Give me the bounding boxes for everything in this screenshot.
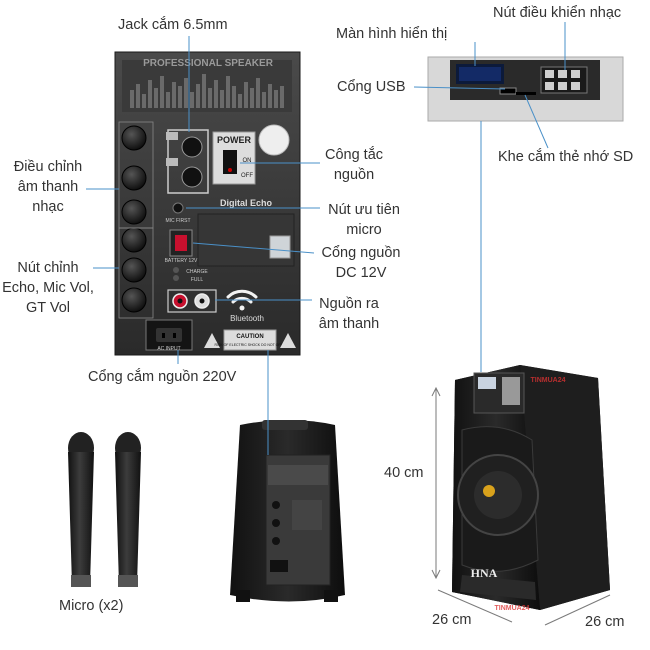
watermark-bottom: TINMUA24 — [494, 605, 529, 612]
label-display: Màn hình hiển thị — [336, 26, 448, 42]
music-knobs[interactable] — [121, 125, 147, 225]
echo-mic-gt-knobs[interactable] — [121, 227, 147, 313]
music-control-buttons[interactable] — [540, 66, 588, 94]
jack-2[interactable] — [181, 166, 203, 188]
label-usb: Cổng USB — [337, 79, 406, 95]
ac-220v-port[interactable] — [156, 328, 182, 342]
label-sd-slot: Khe cắm thẻ nhớ SD — [498, 149, 634, 165]
watermark-top: TINMUA24 — [530, 377, 565, 384]
power-switch[interactable] — [223, 150, 237, 174]
power-off: OFF — [241, 173, 253, 179]
bluetooth-label: Bluetooth — [230, 314, 264, 323]
back-panel: PROFESSIONAL SPEAKER POWER ON OFF Digita… — [114, 51, 301, 356]
mic-first-label: MIC FIRST — [166, 218, 191, 224]
bluetooth-icon — [226, 289, 258, 311]
power-label: POWER — [217, 135, 252, 145]
mic-first-button[interactable] — [172, 202, 184, 214]
label-micro: Micro (x2) — [59, 598, 124, 614]
label-jack: Jack cắm 6.5mm — [118, 17, 228, 33]
caution-sub: RISK OF ELECTRIC SHOCK DO NOT OPEN — [214, 343, 286, 347]
label-height: 40 cm — [384, 465, 424, 481]
label-ac-port: Cổng cắm nguồn 220V — [88, 369, 237, 385]
microphones — [68, 432, 141, 587]
speaker-rear-view — [230, 420, 345, 602]
brand-emblem — [483, 485, 495, 497]
dimension-lines — [431, 386, 611, 626]
battery-label: BATTERY 12V — [165, 258, 198, 264]
warning-sticker — [258, 124, 290, 156]
digital-echo-label: Digital Echo — [220, 198, 273, 208]
panel-header: PROFESSIONAL SPEAKER — [143, 58, 274, 69]
label-width: 26 cm — [585, 614, 625, 630]
full-label: FULL — [191, 277, 203, 283]
jack-1[interactable] — [181, 136, 203, 158]
brand-logo: HNA — [471, 566, 498, 580]
callout-lines — [86, 22, 566, 455]
caution-label: CAUTION — [236, 334, 263, 340]
label-control-buttons: Nút điều khiển nhạc — [493, 5, 622, 21]
power-on: ON — [243, 158, 252, 164]
label-depth: 26 cm — [432, 612, 472, 628]
charge-label: CHARGE — [186, 269, 208, 275]
speaker-front-view: HNA TINMUA24 TINMUA24 — [452, 365, 610, 612]
ac-input-label: AC INPUT — [157, 346, 180, 352]
top-control-panel — [427, 56, 624, 122]
usb-port[interactable] — [499, 87, 517, 95]
dc-12v-port[interactable] — [175, 235, 187, 251]
sd-slot[interactable] — [516, 92, 536, 95]
